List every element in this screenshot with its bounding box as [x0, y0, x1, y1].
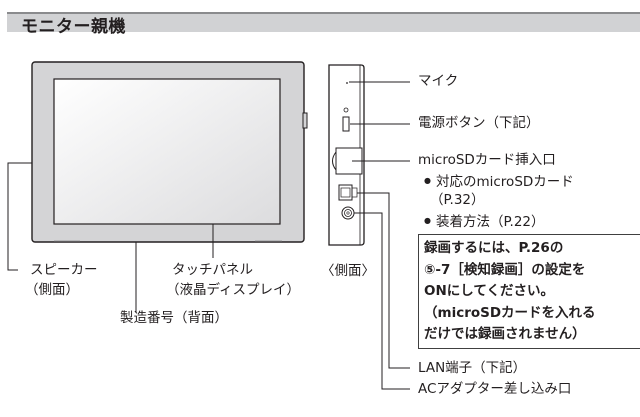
- ac-adapter-label: ACアダプター差し込み口: [418, 381, 572, 397]
- ac-adapter-jack: [341, 206, 355, 220]
- microsd-compatible-bullet: 対応のmicroSDカード: [424, 172, 574, 191]
- microsd-compatible-ref: （P.32）: [430, 192, 485, 208]
- note-line: ⑤-7［検知録画］の設定を: [424, 261, 586, 278]
- recording-note-box: 録画するには、P.26の ⑤-7［検知録画］の設定を ONにしてください。 （m…: [418, 234, 640, 349]
- monitor-front-view: [31, 61, 308, 243]
- lan-leader: [357, 192, 410, 369]
- monitor-side-view: [328, 64, 365, 246]
- section-title: モニター親機: [21, 17, 126, 37]
- serial-number-label: 製造番号（背面）: [120, 310, 228, 326]
- front-leader-lines: [7, 162, 214, 312]
- side-button-edge: [302, 112, 308, 129]
- speaker-label: スピーカー: [30, 262, 98, 278]
- mic-hole: [346, 82, 348, 84]
- power-button-label: 電源ボタン（下記）: [418, 115, 540, 131]
- power-button: [342, 116, 350, 132]
- touch-panel-label: タッチパネル: [172, 262, 253, 278]
- note-line: ONにしてください。: [424, 283, 554, 299]
- touch-panel-sublabel: （液晶ディスプレイ）: [166, 282, 301, 298]
- speaker-sublabel: （側面）: [25, 282, 79, 298]
- lan-port-label: LAN端子（下記）: [418, 360, 527, 376]
- microsd-slot-label: microSDカード挿入口: [418, 152, 556, 168]
- side-leader-lines: [349, 81, 410, 390]
- microsd-install-bullet: 装着方法（P.22）: [424, 212, 545, 231]
- speaker-leader: [7, 162, 32, 271]
- note-line: （microSDカードを入れる: [424, 304, 596, 321]
- section-header: モニター親機: [7, 12, 640, 37]
- side-view-caption: 〈側面〉: [321, 263, 375, 279]
- mic-label: マイク: [418, 73, 459, 89]
- power-indicator: [343, 107, 349, 113]
- ac-leader: [354, 212, 410, 390]
- touch-panel-screen: [53, 78, 281, 225]
- note-line: 録画するには、P.26の: [424, 240, 564, 256]
- note-line: だけでは録画されません）: [424, 326, 586, 342]
